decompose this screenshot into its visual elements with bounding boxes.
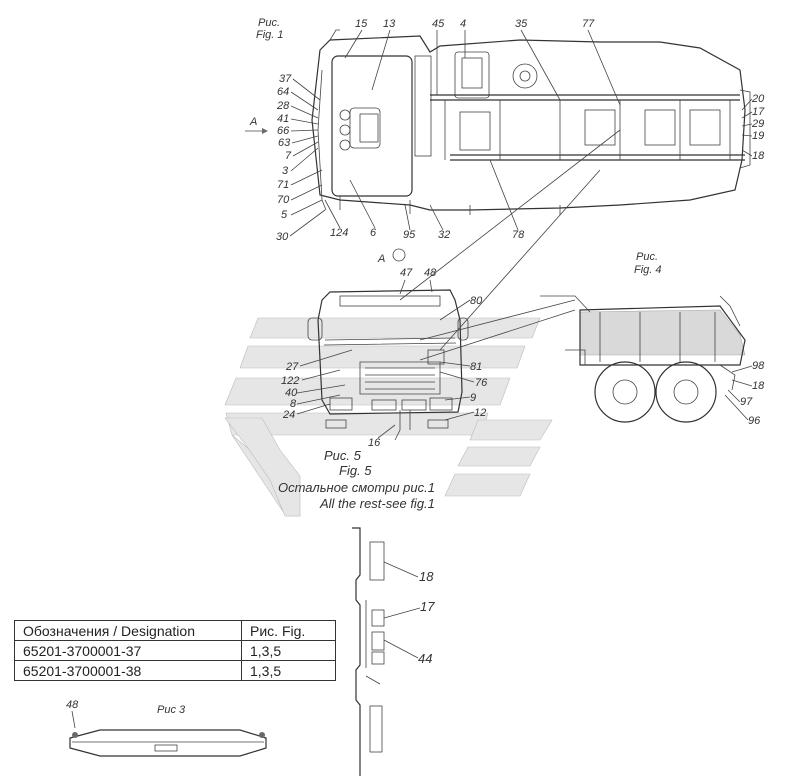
- callout-37: 37: [279, 73, 292, 85]
- table-row: 65201-3700001-37 1,3,5: [14, 640, 336, 661]
- callout-4: 4: [460, 18, 466, 30]
- callout-77: 77: [582, 18, 595, 30]
- callout-95: 95: [403, 229, 416, 241]
- callout-96: 96: [748, 415, 761, 427]
- callout-17: 17: [752, 106, 765, 118]
- callout-19: 19: [752, 130, 764, 142]
- table-cell-designation: 65201-3700001-38: [14, 660, 242, 681]
- callout-41: 41: [277, 113, 289, 125]
- callout-5: 5: [281, 209, 288, 221]
- table-cell-designation: 65201-3700001-37: [14, 640, 242, 661]
- callout-6: 6: [370, 227, 377, 239]
- table-header-designation: Обозначения / Designation: [14, 620, 242, 641]
- fig3-title: Рис 3: [157, 704, 186, 716]
- callout-44: 44: [418, 651, 432, 666]
- callout-81: 81: [470, 361, 482, 373]
- callout-48-fig3: 48: [66, 699, 79, 711]
- view-marker-a-bottom: A: [377, 253, 385, 265]
- callout-97: 97: [740, 396, 753, 408]
- callout-20: 20: [751, 93, 765, 105]
- fig4-title-en: Fig. 4: [634, 264, 662, 276]
- callout-27: 27: [285, 361, 299, 373]
- table-header-fig: Рис. Fig.: [241, 620, 336, 641]
- callout-35: 35: [515, 18, 528, 30]
- callout-12: 12: [474, 407, 486, 419]
- fig1-plan-view: [311, 29, 751, 215]
- callout-15: 15: [355, 18, 368, 30]
- fig5-title-en: Fig. 5: [339, 463, 372, 478]
- view-marker-a-top: A: [249, 116, 257, 128]
- callout-18-fig2: 18: [419, 569, 434, 584]
- fig1-title-ru: Рис.: [258, 17, 280, 29]
- fig5-note-en: All the rest-see fig.1: [319, 496, 435, 511]
- fig5-background-stripes: [224, 317, 553, 517]
- callout-40: 40: [285, 387, 298, 399]
- callout-124: 124: [330, 227, 348, 239]
- fig5-note-ru: Остальное смотри рис.1: [278, 480, 435, 495]
- table-header-row: Обозначения / Designation Рис. Fig.: [14, 620, 336, 641]
- fig5-title-ru: Рис. 5: [324, 448, 362, 463]
- table-cell-fig: 1,3,5: [241, 660, 336, 681]
- callout-9: 9: [470, 392, 476, 404]
- callout-18: 18: [752, 150, 765, 162]
- callout-32: 32: [438, 229, 450, 241]
- designation-table: Обозначения / Designation Рис. Fig. 6520…: [14, 620, 336, 681]
- callout-30: 30: [276, 231, 289, 243]
- callout-48: 48: [424, 267, 437, 279]
- fig5-cab-front: [307, 289, 469, 441]
- callout-7: 7: [285, 150, 292, 162]
- table-cell-fig: 1,3,5: [241, 640, 336, 661]
- callout-28: 28: [276, 100, 290, 112]
- fig4-title-ru: Рис.: [636, 251, 658, 263]
- callout-47: 47: [400, 267, 413, 279]
- callout-76: 76: [475, 377, 488, 389]
- fig2-bracket-view: [352, 527, 385, 776]
- callout-16: 16: [368, 437, 381, 449]
- callout-8: 8: [290, 398, 297, 410]
- fig4-side-view: [540, 295, 746, 423]
- callout-24: 24: [282, 409, 295, 421]
- callout-13: 13: [383, 18, 396, 30]
- callout-80: 80: [470, 295, 483, 307]
- callout-78: 78: [512, 229, 525, 241]
- callout-64: 64: [277, 86, 289, 98]
- callout-122: 122: [281, 375, 299, 387]
- callout-18-fig4: 18: [752, 380, 765, 392]
- callout-71: 71: [277, 179, 289, 191]
- callout-70: 70: [277, 194, 290, 206]
- callout-98: 98: [752, 360, 765, 372]
- callout-17-fig2: 17: [420, 599, 435, 614]
- fig1-title-en: Fig. 1: [256, 29, 284, 41]
- table-row: 65201-3700001-38 1,3,5: [14, 660, 336, 681]
- callout-63: 63: [278, 137, 291, 149]
- fig3-roof-panel: [69, 729, 267, 757]
- callout-66: 66: [277, 125, 290, 137]
- callout-45: 45: [432, 18, 445, 30]
- callout-29: 29: [751, 118, 764, 130]
- callout-3: 3: [282, 165, 289, 177]
